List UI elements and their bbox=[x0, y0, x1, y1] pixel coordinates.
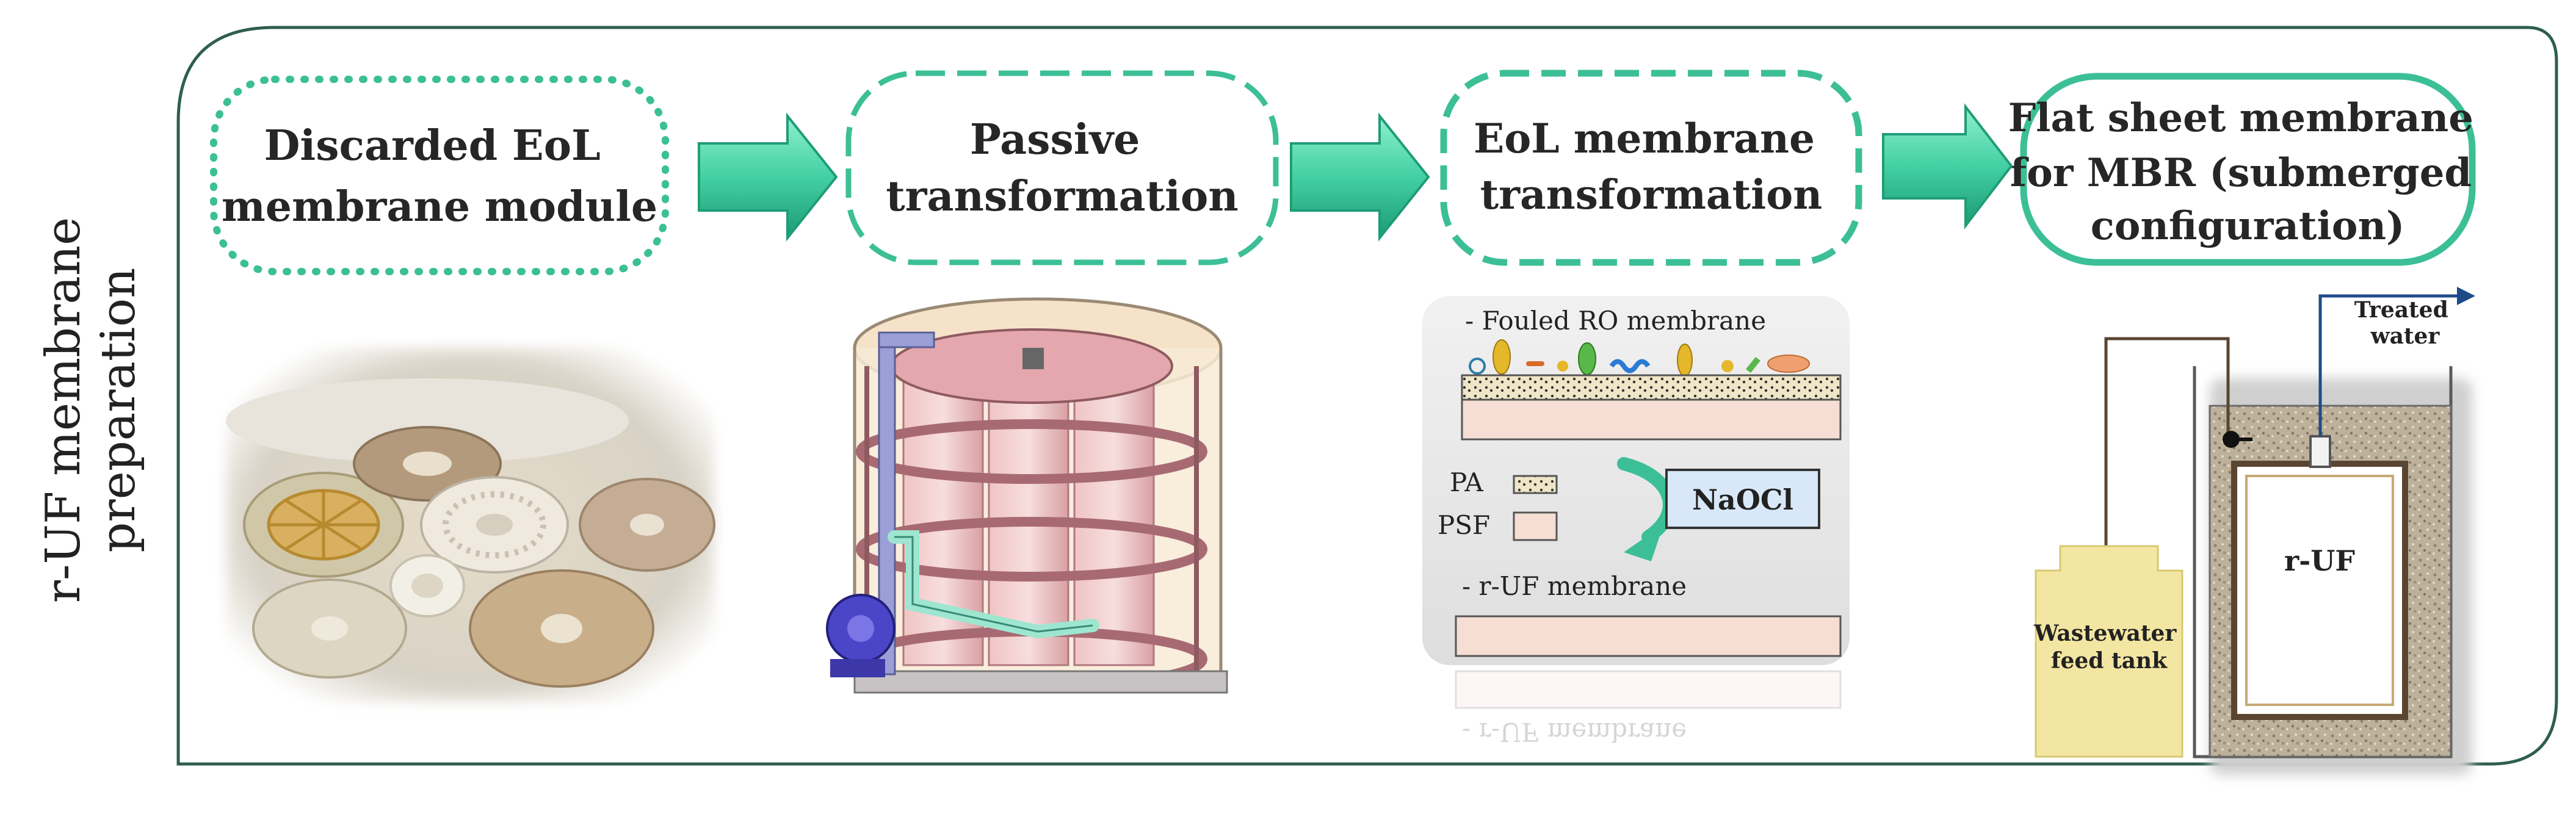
fouled-ro-label: - Fouled RO membrane bbox=[1465, 306, 1766, 336]
naocl-label: NaOCl bbox=[1692, 483, 1793, 516]
ro-conversion-panel: - Fouled RO membrane PA PSF NaOCl - r-U bbox=[1422, 296, 1850, 747]
r-uf-membrane-label: - r-UF membrane bbox=[1462, 571, 1687, 601]
side-label-line1: r-UF membrane bbox=[36, 217, 91, 603]
psf-swatch bbox=[1513, 511, 1558, 541]
step-2-title: Passive transformation bbox=[886, 115, 1239, 221]
r-uf-module-label: r-UF bbox=[2284, 544, 2355, 577]
side-label-line2: preparation bbox=[91, 267, 146, 552]
step-box-4 bbox=[2020, 73, 2476, 266]
step-3-title: EoL membrane transformation bbox=[1474, 115, 1829, 218]
pa-swatch bbox=[1513, 475, 1558, 494]
mbr-illustration: r-UF Treated water Wastewater feed tank bbox=[2033, 287, 2475, 775]
step-box-3 bbox=[1440, 70, 1862, 266]
feed-tank-label: Wastewater feed tank bbox=[2033, 621, 2184, 674]
pa-label: PA bbox=[1450, 467, 1483, 497]
discarded-modules-illustration bbox=[226, 348, 715, 702]
passive-tank-illustration bbox=[826, 297, 1228, 694]
step-box-1 bbox=[210, 76, 669, 275]
feed-tank bbox=[2035, 545, 2183, 758]
step-1-title: Discarded EoL membrane module bbox=[222, 121, 657, 231]
treated-water-label: Treated water bbox=[2354, 297, 2456, 349]
panel-reflection: - r-UF membrane bbox=[1455, 670, 1842, 747]
psf-label: PSF bbox=[1438, 510, 1490, 540]
r-uf-membrane-layer bbox=[1455, 615, 1842, 657]
treated-water-line bbox=[2318, 294, 2460, 436]
step-box-2 bbox=[845, 70, 1279, 265]
step-4-title: Flat sheet membrane for MBR (submerged c… bbox=[2008, 95, 2487, 249]
foulant-particles bbox=[1469, 339, 1810, 376]
side-label: r-UF membrane preparation bbox=[36, 217, 146, 603]
arrow-3 bbox=[1882, 103, 2013, 229]
naocl-box bbox=[1665, 469, 1820, 529]
r-uf-module bbox=[2231, 461, 2408, 720]
reflection-label: - r-UF membrane bbox=[1462, 717, 1687, 747]
feed-line bbox=[2104, 337, 2230, 567]
arrow-2 bbox=[1290, 112, 1430, 242]
arrow-1 bbox=[698, 112, 838, 242]
